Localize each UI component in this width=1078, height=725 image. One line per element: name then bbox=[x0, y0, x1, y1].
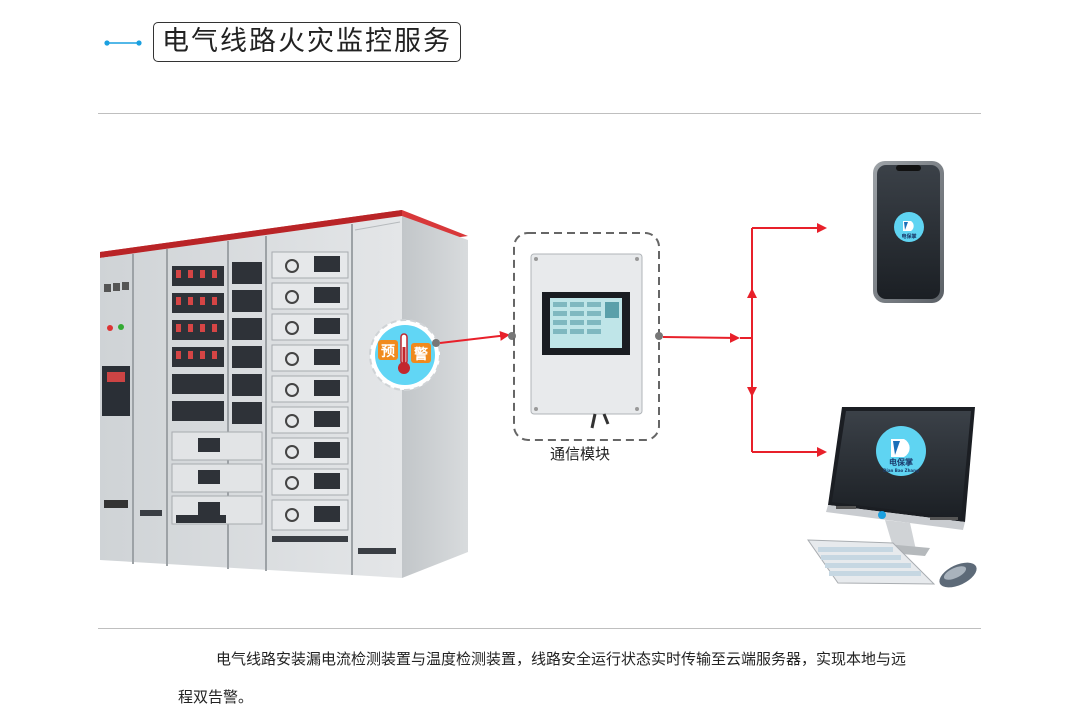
sensor-to-module-arrow bbox=[432, 330, 516, 347]
sensor-badge-left-char: 预 bbox=[381, 344, 395, 360]
smartphone-device: 电保掌 bbox=[873, 161, 944, 303]
switchgear-cabinet bbox=[100, 210, 468, 578]
sensor-badge-right-char: 警 bbox=[414, 346, 428, 363]
desktop-app-subname: Dian Bao Zhang bbox=[883, 468, 919, 473]
phone-app-name: 电保掌 bbox=[901, 233, 916, 240]
desktop-app-name: 电保掌 bbox=[889, 457, 913, 467]
description-paragraph: 电气线路安装漏电流检测装置与温度检测装置，线路安全运行状态实时传输至云端服务器，… bbox=[178, 650, 907, 706]
desktop-computer: 电保掌 Dian Bao Zhang bbox=[807, 407, 977, 588]
top-divider bbox=[98, 113, 981, 114]
module-to-devices-arrows bbox=[655, 223, 827, 457]
communication-module-label: 通信模块 bbox=[550, 445, 611, 463]
communication-module bbox=[513, 232, 660, 441]
title-decoration-icon bbox=[104, 40, 142, 46]
bottom-divider bbox=[98, 628, 981, 629]
temperature-sensor-icon: 预 警 bbox=[369, 319, 441, 391]
page-title: 电气线路火灾监控服务 bbox=[153, 22, 461, 62]
